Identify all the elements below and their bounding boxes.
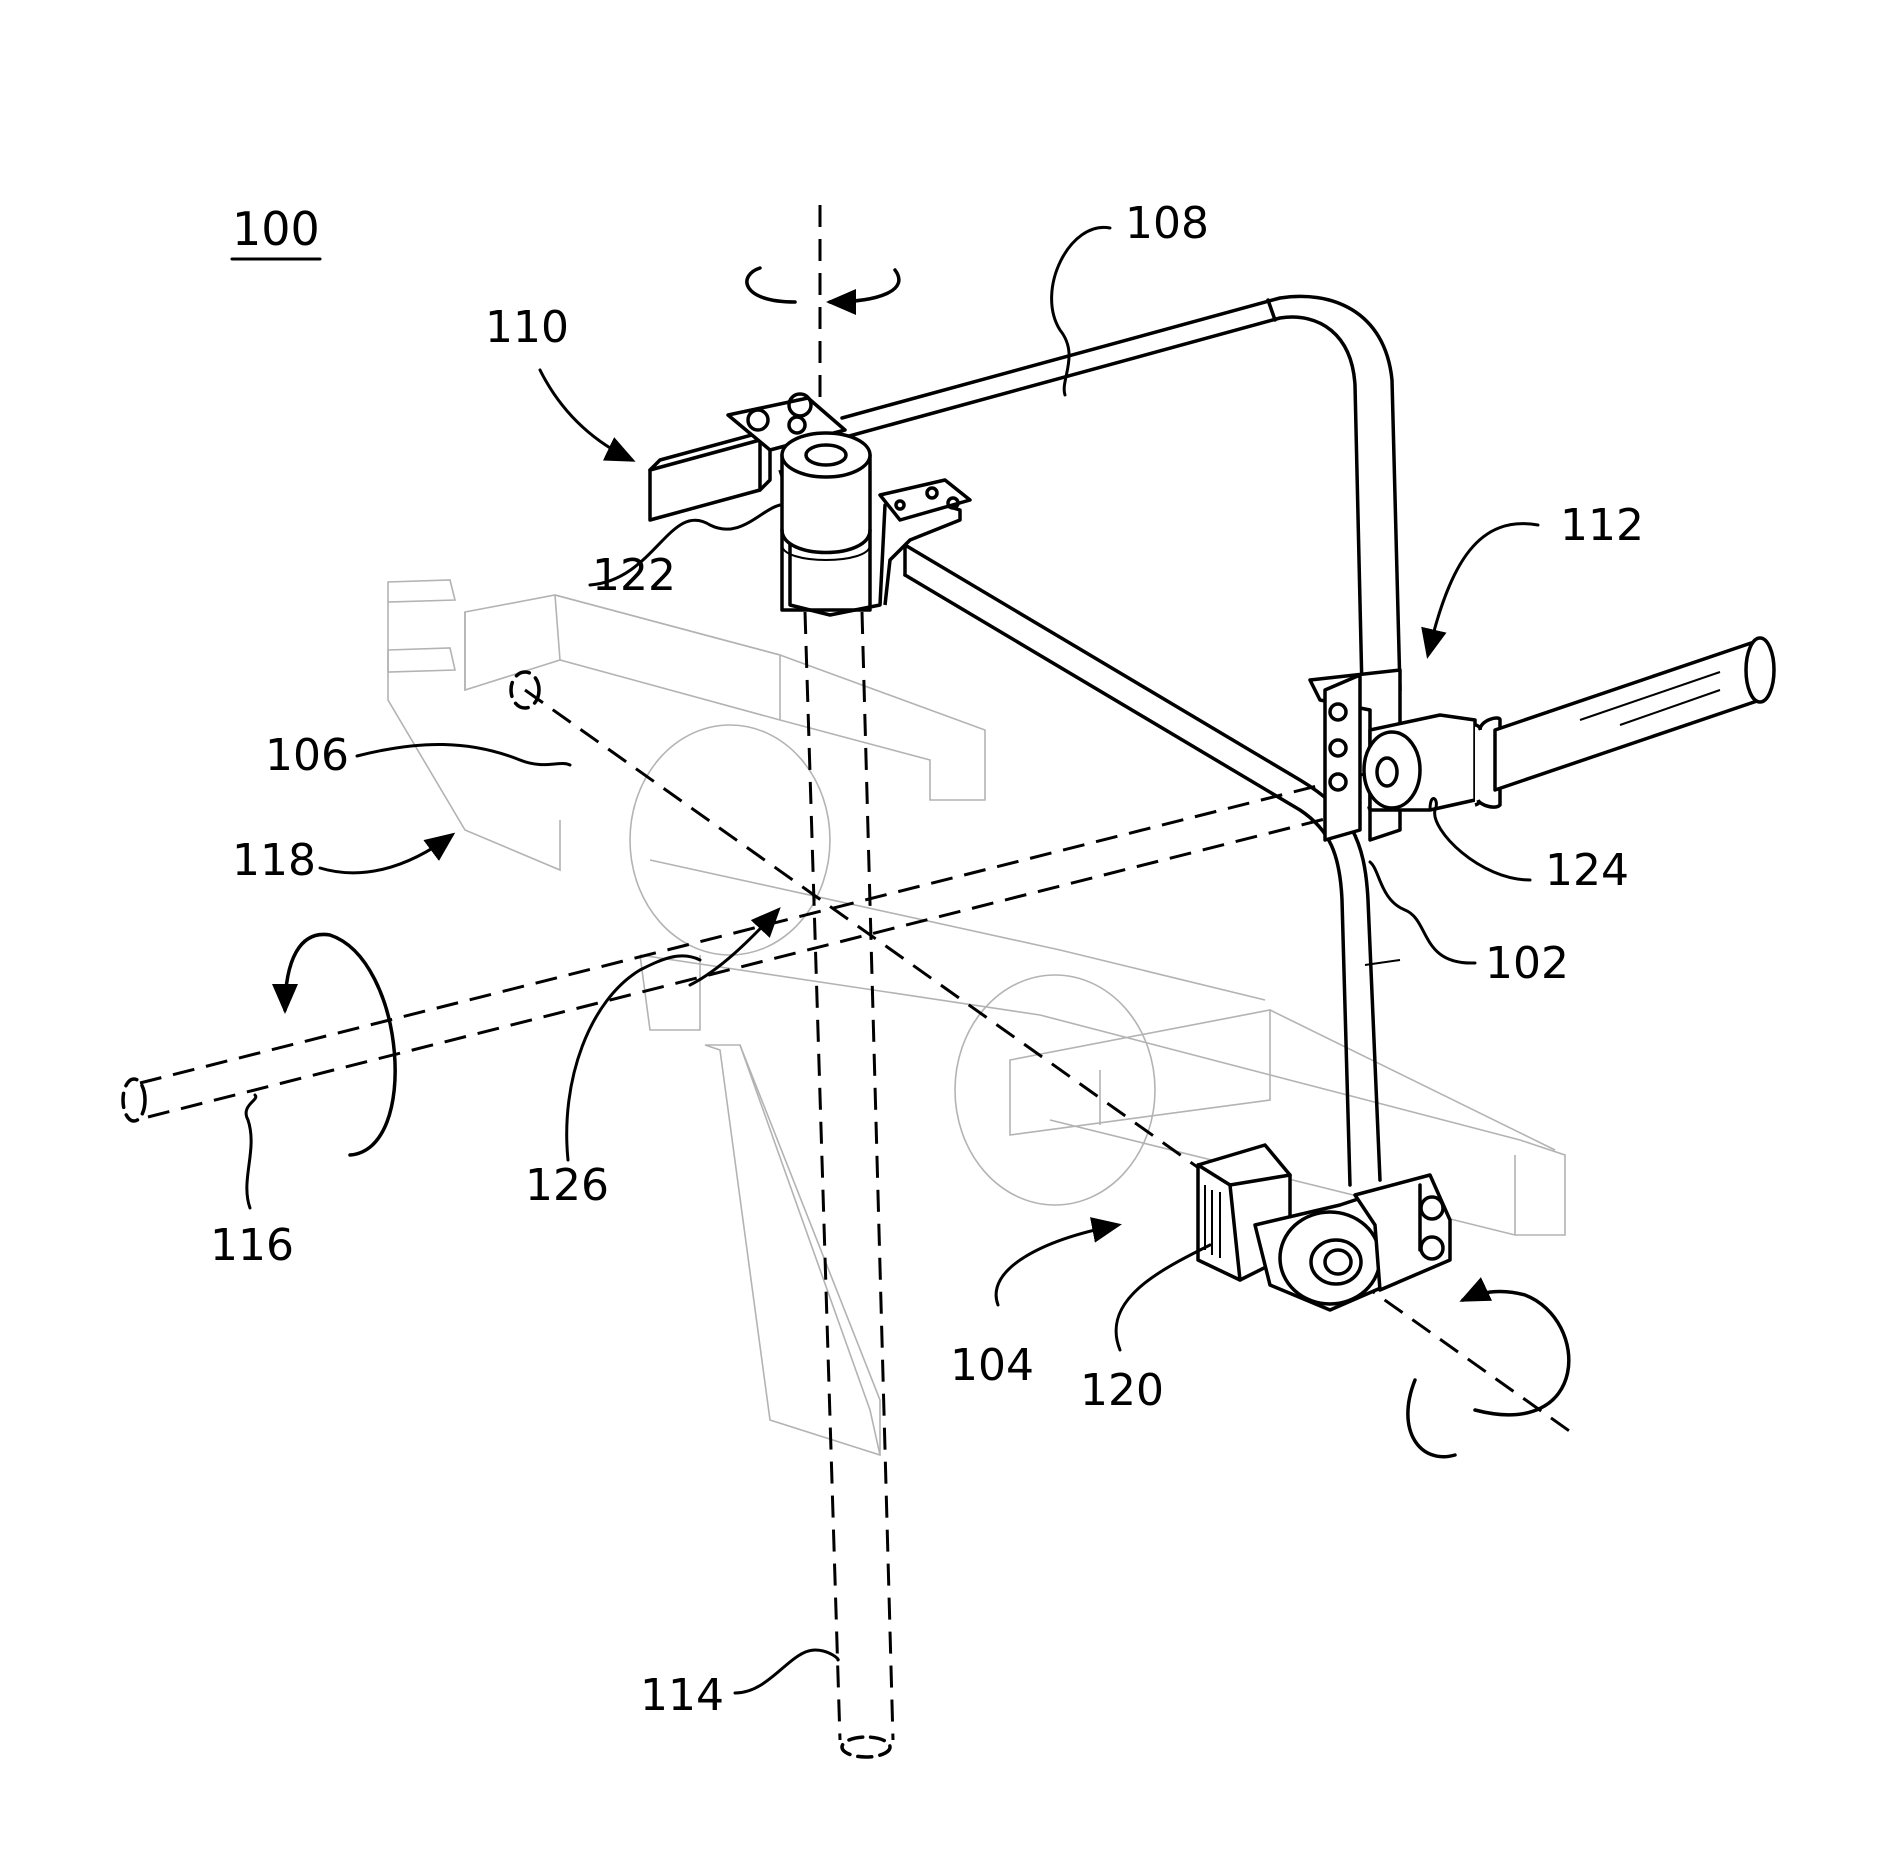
label-124: 124: [1545, 845, 1629, 896]
joint-104: [1196, 1143, 1452, 1312]
label-110: 110: [485, 302, 569, 353]
rotation-arrow-116-icon: [272, 932, 397, 1157]
label-108: 108: [1125, 198, 1209, 249]
joint-110: [648, 392, 972, 617]
rotation-arrow-diagonal-icon: [1406, 1277, 1571, 1459]
frame-108: [840, 294, 1402, 692]
label-118: 118: [232, 835, 316, 886]
label-104: 104: [950, 1340, 1034, 1391]
leader-lines: [244, 225, 1540, 1695]
label-116: 116: [210, 1220, 294, 1271]
label-122: 122: [592, 550, 676, 601]
ghosted-body-118: [387, 579, 1566, 1457]
reference-labels: 100 108 110 122 112 124 102 106 118 126 …: [210, 198, 1644, 1721]
label-102: 102: [1485, 938, 1569, 989]
axis-diagonal: [509, 670, 1576, 1437]
label-106: 106: [265, 730, 349, 781]
label-112: 112: [1560, 500, 1644, 551]
label-114: 114: [640, 1670, 724, 1721]
rotation-arrow-114-icon: [745, 266, 901, 302]
label-120: 120: [1080, 1365, 1164, 1416]
joint-112: [1308, 636, 1776, 842]
axis-116-horizontal: [121, 763, 1401, 1123]
figure-label: 100: [232, 202, 320, 256]
label-126: 126: [525, 1160, 609, 1211]
